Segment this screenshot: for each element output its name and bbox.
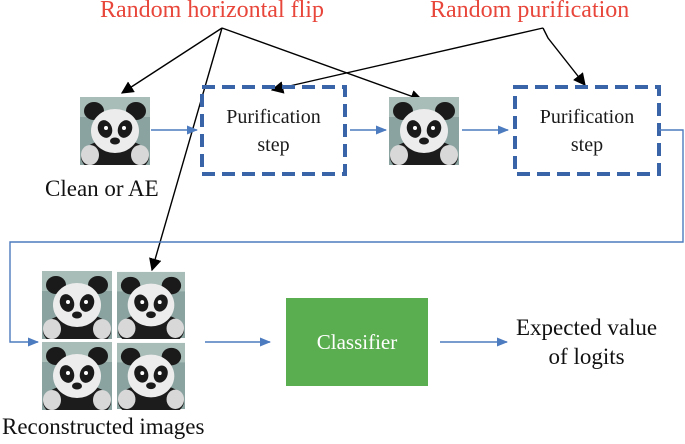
purification-step-2-line1: Purification [539,106,635,128]
input-label: Clean or AE [45,176,159,201]
output-line2: of logits [548,344,625,369]
output-line1: Expected value [516,315,658,340]
panda-image-reconstructed-2 [117,271,185,339]
purification-step-1-line1: Purification [226,106,321,128]
panda-image-input [80,97,150,165]
purification-step-box-1 [200,85,347,176]
random-purification-label: Random purification [430,0,630,23]
purification-step-1-line2: step [257,134,290,156]
purif-arrow-to-step2 [542,27,586,86]
purif-arrow-to-step1 [270,27,544,94]
purification-step-2-text: Purification step [515,103,659,159]
reconstructed-label: Reconstructed images [2,414,205,439]
purification-step-1-text: Purification step [202,103,345,159]
flip-arrow-to-middle [221,27,424,103]
classifier-label: Classifier [316,329,398,354]
panda-image-reconstructed-3 [42,342,112,410]
purification-step-2-line2: step [570,134,604,156]
flow-arrow-step2-to-reconstructed [9,129,684,347]
flip-arrow-to-reconstructed [149,27,223,272]
flip-arrow-to-input [120,27,223,94]
panda-image-reconstructed-1 [42,271,112,339]
random-flip-label: Random horizontal flip [100,0,324,23]
output-label: Expected value of logits [516,313,657,371]
classifier-box: Classifier [286,298,428,386]
panda-image-reconstructed-4 [117,342,185,410]
panda-image-middle [389,97,459,165]
